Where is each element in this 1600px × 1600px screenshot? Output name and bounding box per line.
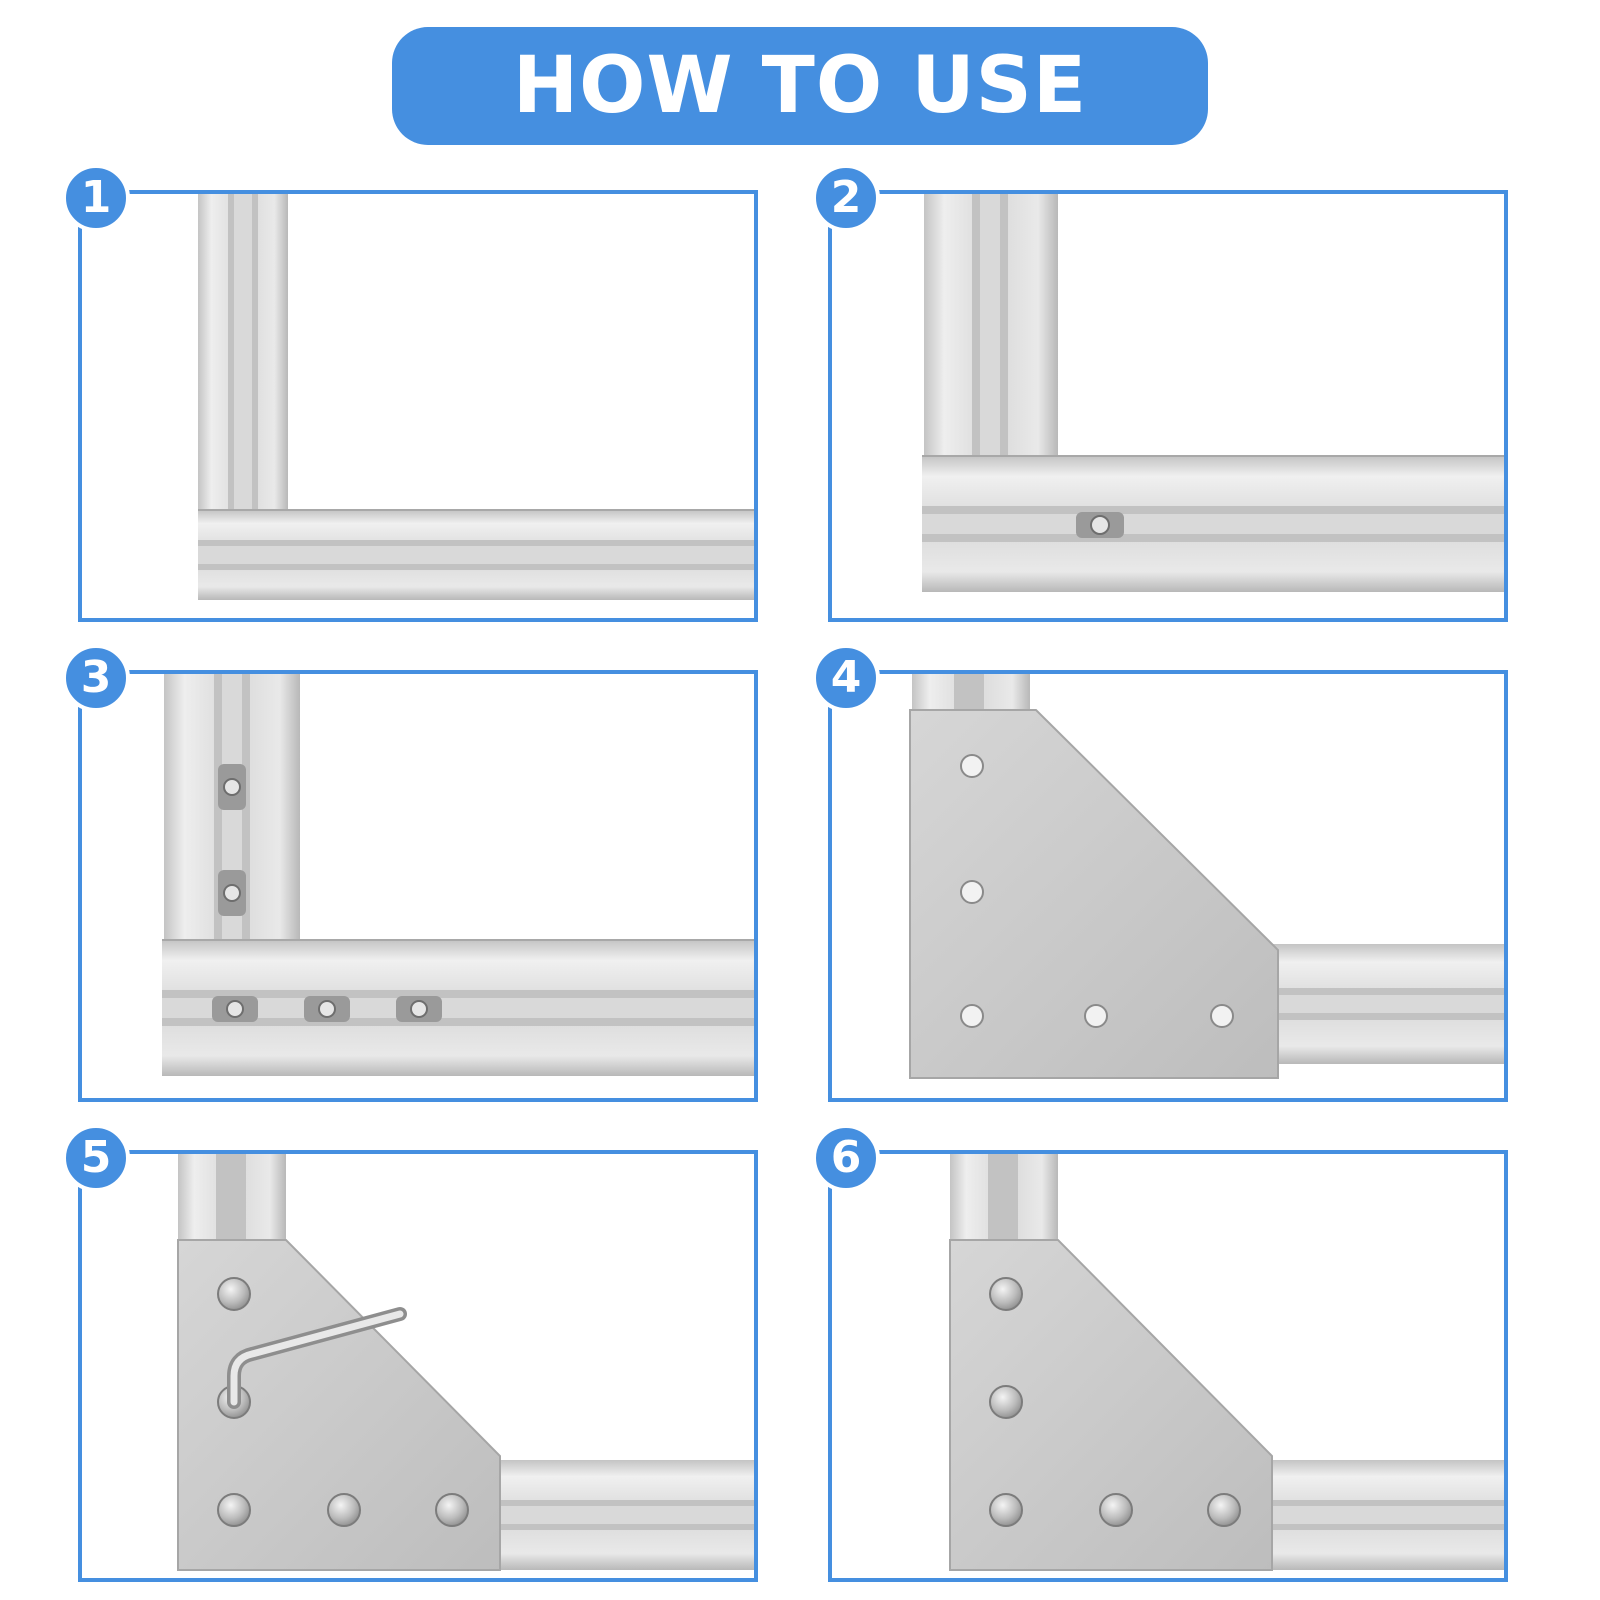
- step-4-illustration: [909, 674, 1504, 1079]
- step-number: 4: [830, 652, 862, 703]
- step-5-badge: 5: [62, 1124, 130, 1192]
- vertical-extrusion: [178, 1154, 286, 1242]
- step-number: 5: [80, 1132, 112, 1183]
- step-3-panel: 3: [62, 644, 758, 1102]
- step-number: 2: [830, 172, 862, 223]
- step-1-badge: 1: [62, 164, 130, 232]
- step-5-illustration: [177, 1154, 754, 1571]
- step-6-badge: 6: [812, 1124, 880, 1192]
- horizontal-extrusion: [162, 939, 754, 1076]
- corner-plate: [177, 1239, 501, 1571]
- vertical-extrusion: [198, 194, 288, 510]
- vertical-extrusion: [950, 1154, 1058, 1242]
- step-6-illustration: [949, 1154, 1504, 1571]
- t-nut-icon: [1076, 512, 1124, 538]
- step-1-panel: 1: [62, 164, 758, 622]
- step-2-panel: 2: [812, 164, 1508, 622]
- step-4-panel: 4: [812, 644, 1508, 1102]
- step-number: 1: [80, 172, 112, 223]
- vertical-extrusion: [924, 194, 1058, 456]
- t-nut-icon: [212, 764, 442, 1022]
- horizontal-extrusion: [1262, 944, 1504, 1064]
- horizontal-extrusion: [1270, 1460, 1504, 1570]
- step-1-illustration: [198, 194, 754, 600]
- horizontal-extrusion: [922, 455, 1504, 592]
- step-2-badge: 2: [812, 164, 880, 232]
- step-3-badge: 3: [62, 644, 130, 712]
- step-number: 6: [830, 1132, 862, 1183]
- step-3-illustration: [162, 674, 754, 1076]
- step-6-panel: 6: [812, 1124, 1508, 1582]
- horizontal-extrusion: [198, 509, 754, 600]
- corner-plate: [909, 709, 1279, 1079]
- corner-plate: [949, 1239, 1273, 1571]
- step-5-panel: 5: [62, 1124, 758, 1582]
- page-title: HOW TO USE: [512, 41, 1088, 131]
- hex-key-icon: [227, 1307, 407, 1409]
- title-banner: HOW TO USE: [392, 27, 1208, 145]
- screw-icon: [989, 1277, 1241, 1527]
- step-4-badge: 4: [812, 644, 880, 712]
- step-number: 3: [80, 652, 112, 703]
- vertical-extrusion: [912, 674, 1030, 714]
- horizontal-extrusion: [498, 1460, 754, 1570]
- step-2-illustration: [922, 194, 1504, 592]
- plate-hole-icon: [960, 754, 1234, 1028]
